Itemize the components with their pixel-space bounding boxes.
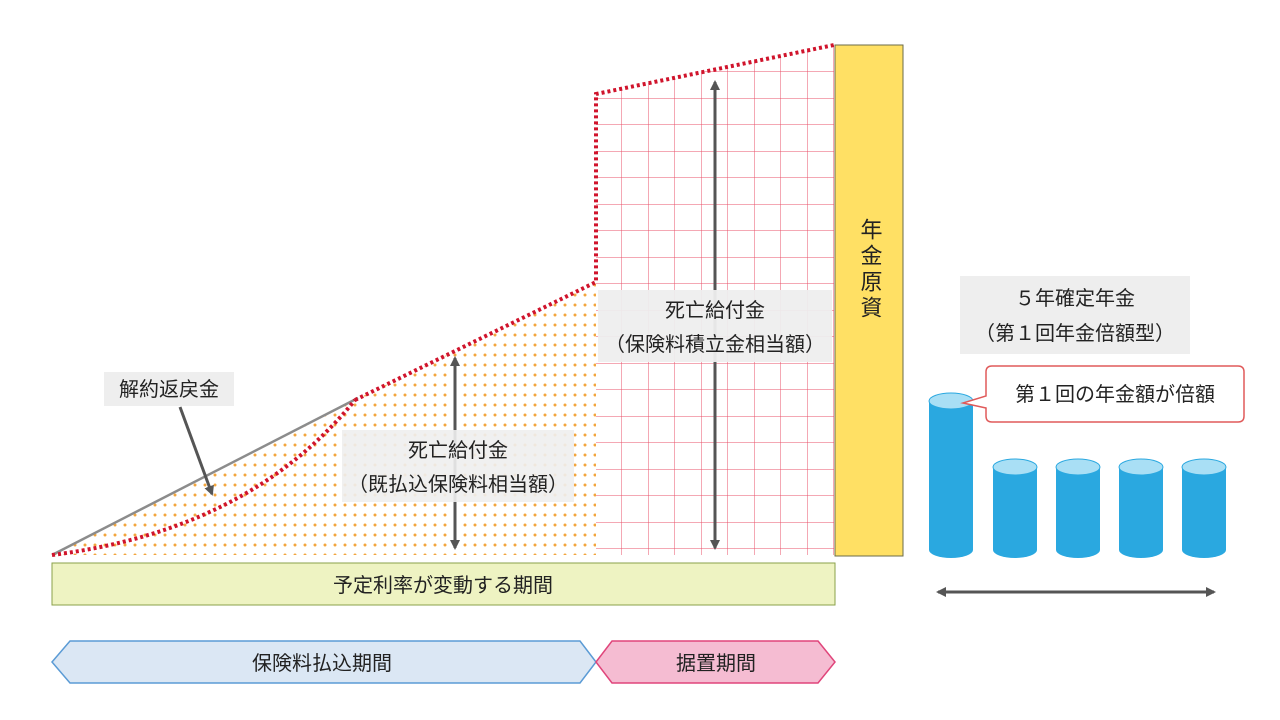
surrender-value-curve: [51, 398, 357, 557]
deferral-period-arrow: [595, 640, 836, 684]
surrender-label-box: [104, 372, 234, 406]
callout-label: 第１回の年金額が倍額: [1015, 382, 1215, 406]
cylinder-year-5: [1181, 458, 1227, 558]
death-benefit-boundary: [354, 43, 835, 402]
death-benefit-2-box: [598, 290, 832, 362]
pension-type-sub: （第１回年金倍額型）: [975, 321, 1175, 345]
pension-fund-box: [834, 44, 904, 557]
death-benefit-2-label: 死亡給付金: [665, 298, 765, 322]
death-benefit-1-sub: （既払込保険料相当額）: [348, 472, 568, 496]
surrender-pointer: [178, 406, 214, 496]
pension-type-label: ５年確定年金: [1015, 286, 1135, 310]
variable-rate-period-bar: [51, 562, 836, 606]
surrender-label: 解約返戻金: [119, 377, 219, 401]
premium-period-label: 保険料払込期間: [252, 651, 392, 675]
deferral-period-label: 据置期間: [676, 651, 756, 675]
cylinder-year-2: [992, 458, 1038, 558]
pension-type-box: [960, 276, 1190, 354]
pension-fund-label: 年金原資: [857, 218, 883, 322]
cylinder-year-3: [1055, 458, 1101, 558]
death-benefit-1-label: 死亡給付金: [408, 438, 508, 462]
death-benefit-2-sub: （保険料積立金相当額）: [605, 332, 825, 356]
callout-bubble: [960, 365, 1245, 423]
cylinder-year-4: [1118, 458, 1164, 558]
variable-rate-period-label: 予定利率が変動する期間: [333, 573, 553, 597]
death-benefit-1-box: [342, 430, 574, 502]
cylinder-year-1: [928, 392, 974, 558]
